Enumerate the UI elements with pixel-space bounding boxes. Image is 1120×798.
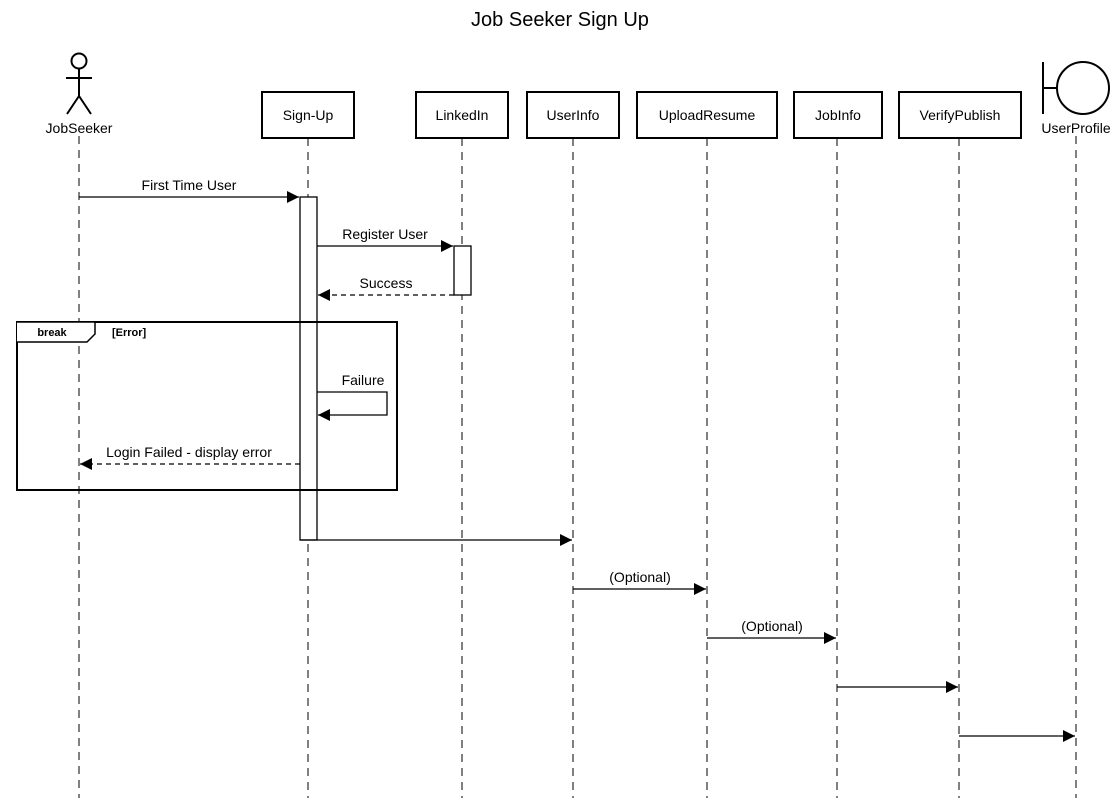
message-failure: Failure (317, 372, 388, 421)
message-label: Failure (342, 372, 385, 388)
participant-userinfo: UserInfo (526, 91, 620, 139)
lifelines (78, 136, 1077, 798)
participant-verifypublish: VerifyPublish (898, 91, 1022, 139)
participant-label: UserInfo (547, 107, 600, 123)
participant-userprofile: UserProfile (1041, 61, 1111, 136)
message-label: (Optional) (609, 569, 670, 585)
message-optional-jobinfo: (Optional) (707, 618, 836, 644)
participant-label: JobInfo (815, 107, 861, 123)
message-label: First Time User (142, 177, 237, 193)
message-register-user: Register User (317, 226, 453, 252)
participant-label: UserProfile (1041, 120, 1110, 136)
message-label: Register User (342, 226, 428, 242)
actor-figure-icon (66, 52, 92, 115)
message-optional-upload: (Optional) (573, 569, 706, 595)
participant-signup: Sign-Up (261, 91, 355, 139)
diagram-title: Job Seeker Sign Up (471, 9, 649, 31)
message-label: Login Failed - display error (106, 444, 272, 460)
message-first-time-user: First Time User (79, 177, 299, 203)
break-fragment: break [Error] (16, 321, 398, 491)
message-login-failed: Login Failed - display error (80, 444, 300, 470)
participant-jobinfo: JobInfo (793, 91, 883, 139)
participant-label: JobSeeker (46, 120, 113, 136)
fragment-operator: break (37, 327, 67, 339)
boundary-icon (1042, 61, 1110, 115)
participant-label: Sign-Up (283, 107, 334, 123)
activation-signup (299, 196, 318, 541)
fragment-guard: [Error] (112, 327, 147, 339)
message-success: Success (318, 275, 454, 301)
message-label: Success (360, 275, 413, 291)
activation-linkedin (453, 245, 472, 296)
participant-linkedin: LinkedIn (415, 91, 509, 139)
participant-uploadresume: UploadResume (636, 91, 778, 139)
participant-label: UploadResume (659, 107, 756, 123)
participant-label: VerifyPublish (920, 107, 1001, 123)
message-label: (Optional) (741, 618, 802, 634)
actor-jobseeker: JobSeeker (46, 52, 113, 136)
participant-label: LinkedIn (436, 107, 489, 123)
